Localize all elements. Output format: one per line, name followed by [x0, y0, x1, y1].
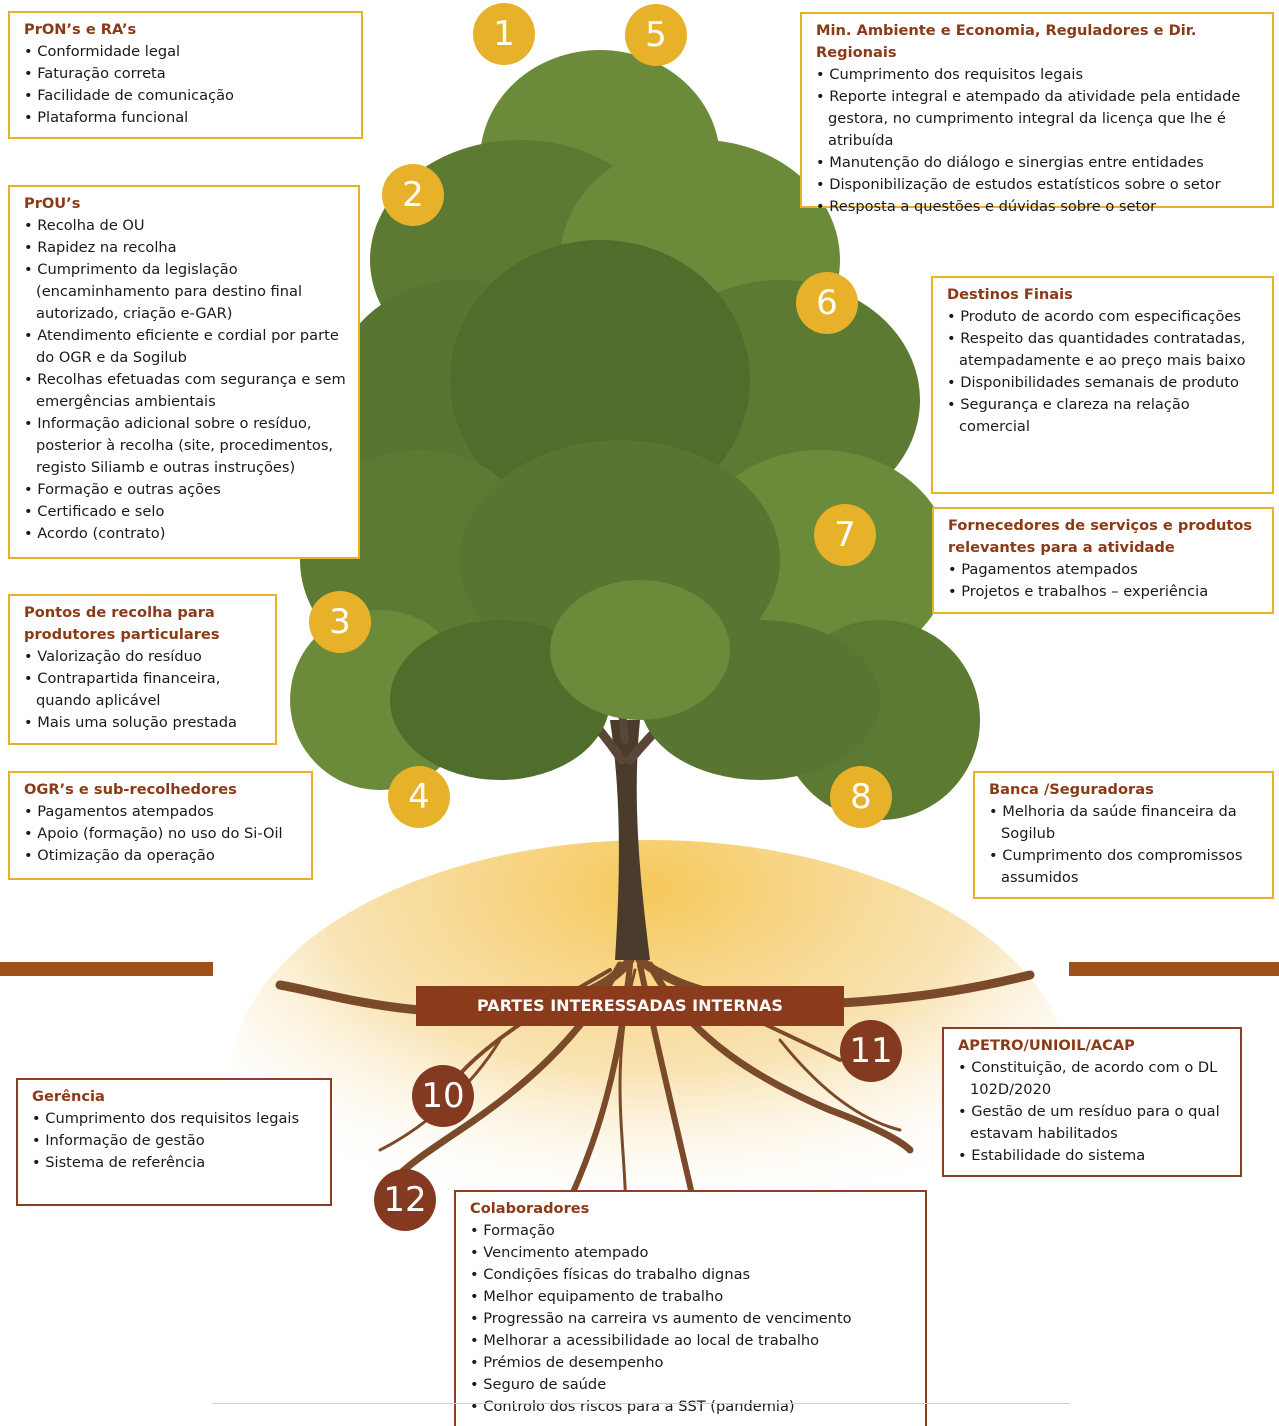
stakeholder-box-6: Destinos Finais Produto de acordo com es… — [931, 276, 1274, 494]
stakeholder-item: Pagamentos atempados — [24, 801, 301, 823]
stakeholder-title: OGR’s e sub-recolhedores — [24, 781, 237, 798]
stakeholder-items: Conformidade legalFaturação corretaFacil… — [24, 41, 351, 129]
stakeholder-item: Formação e outras ações — [24, 479, 348, 501]
stakeholder-item: Otimização da operação — [24, 845, 301, 867]
stakeholder-box-1: PrON’s e RA’s Conformidade legalFaturaçã… — [8, 11, 363, 139]
stakeholder-item: Progressão na carreira vs aumento de ven… — [470, 1308, 915, 1330]
stakeholder-item: Seguro de saúde — [470, 1374, 915, 1396]
stakeholder-title: APETRO/UNIOIL/ACAP — [958, 1037, 1135, 1054]
stakeholder-item: Segurança e clareza na relação comercial — [947, 394, 1262, 438]
stakeholder-item: Mais uma solução prestada — [24, 712, 265, 734]
stakeholder-item: Atendimento eficiente e cordial por part… — [24, 325, 348, 369]
stakeholder-item: Produto de acordo com especificações — [947, 306, 1262, 328]
stakeholder-items: Pagamentos atempadosApoio (formação) no … — [24, 801, 301, 867]
stakeholder-items: Valorização do resíduoContrapartida fina… — [24, 646, 265, 734]
stakeholder-item: Gestão de um resíduo para o qual estavam… — [958, 1101, 1230, 1145]
stakeholder-title: Banca /Seguradoras — [989, 781, 1154, 798]
stakeholder-item: Projetos e trabalhos – experiência — [948, 581, 1262, 603]
stakeholder-item: Informação de gestão — [32, 1130, 320, 1152]
stakeholder-item: Manutenção do diálogo e sinergias entre … — [816, 152, 1262, 174]
stakeholder-item: Apoio (formação) no uso do Si-Oil — [24, 823, 301, 845]
stakeholder-item: Controlo dos riscos para a SST (pandemia… — [470, 1396, 915, 1418]
foliage — [290, 50, 980, 820]
stakeholder-items: Pagamentos atempadosProjetos e trabalhos… — [948, 559, 1262, 603]
stakeholder-item: Condições físicas do trabalho dignas — [470, 1264, 915, 1286]
internal-stakeholders-banner: PARTES INTERESSADAS INTERNAS — [416, 986, 844, 1026]
stakeholder-box-8: Banca /Seguradoras Melhoria da saúde fin… — [973, 771, 1274, 899]
stakeholder-item: Constituição, de acordo com o DL 102D/20… — [958, 1057, 1230, 1101]
stakeholder-box-5: Min. Ambiente e Economia, Reguladores e … — [800, 12, 1274, 215]
stakeholder-items: FormaçãoVencimento atempadoCondições fís… — [470, 1220, 915, 1418]
stakeholder-box-11: APETRO/UNIOIL/ACAP Constituição, de acor… — [942, 1027, 1242, 1177]
stakeholder-title: Destinos Finais — [947, 286, 1073, 303]
stakeholder-item: Melhorar a acessibilidade ao local de tr… — [470, 1330, 915, 1352]
badge-12: 12 — [374, 1169, 436, 1231]
stakeholder-item: Prémios de desempenho — [470, 1352, 915, 1374]
stakeholder-item: Melhoria da saúde financeira da Sogilub — [989, 801, 1262, 845]
badge-11: 11 — [840, 1020, 902, 1082]
stakeholder-item: Cumprimento dos requisitos legais — [32, 1108, 320, 1130]
stakeholder-item: Rapidez na recolha — [24, 237, 348, 259]
stakeholder-items: Melhoria da saúde financeira da SogilubC… — [989, 801, 1262, 889]
stakeholder-box-4: OGR’s e sub-recolhedores Pagamentos atem… — [8, 771, 313, 880]
stakeholder-title: PrOU’s — [24, 195, 81, 212]
stakeholder-item: Formação — [470, 1220, 915, 1242]
stakeholder-item: Resposta a questões e dúvidas sobre o se… — [816, 196, 1262, 218]
stakeholder-item: Pagamentos atempados — [948, 559, 1262, 581]
stakeholder-item: Estabilidade do sistema — [958, 1145, 1230, 1167]
stakeholder-item: Plataforma funcional — [24, 107, 351, 129]
badge-10: 10 — [412, 1065, 474, 1127]
ground-bar-left — [0, 962, 213, 976]
badge-7: 7 — [814, 504, 876, 566]
stakeholder-item: Disponibilização de estudos estatísticos… — [816, 174, 1262, 196]
stakeholder-item: Sistema de referência — [32, 1152, 320, 1174]
badge-5: 5 — [625, 4, 687, 66]
trunk — [610, 720, 650, 960]
stakeholder-title: Colaboradores — [470, 1200, 590, 1217]
stakeholder-item: Cumprimento dos compromissos assumidos — [989, 845, 1262, 889]
badge-6: 6 — [796, 272, 858, 334]
stakeholder-item: Conformidade legal — [24, 41, 351, 63]
stakeholder-item: Acordo (contrato) — [24, 523, 348, 545]
badge-1: 1 — [473, 3, 535, 65]
stakeholder-item: Respeito das quantidades contratadas, at… — [947, 328, 1262, 372]
stakeholder-items: Cumprimento dos requisitos legaisReporte… — [816, 64, 1262, 218]
stakeholder-item: Reporte integral e atempado da atividade… — [816, 86, 1262, 152]
stakeholder-items: Recolha de OURapidez na recolhaCumprimen… — [24, 215, 348, 545]
stakeholder-item: Recolhas efetuadas com segurança e sem e… — [24, 369, 348, 413]
stakeholder-item: Melhor equipamento de trabalho — [470, 1286, 915, 1308]
stakeholder-items: Produto de acordo com especificaçõesResp… — [947, 306, 1262, 438]
stakeholder-title: Pontos de recolha para produtores partic… — [24, 604, 220, 643]
stakeholder-title: PrON’s e RA’s — [24, 21, 137, 38]
badge-4: 4 — [388, 766, 450, 828]
stakeholder-box-2: PrOU’s Recolha de OURapidez na recolhaCu… — [8, 185, 360, 559]
stakeholder-item: Faturação correta — [24, 63, 351, 85]
stakeholder-box-10: Gerência Cumprimento dos requisitos lega… — [16, 1078, 332, 1206]
stakeholder-item: Vencimento atempado — [470, 1242, 915, 1264]
footer-divider — [212, 1403, 1070, 1404]
stakeholder-item: Recolha de OU — [24, 215, 348, 237]
stakeholder-title: Min. Ambiente e Economia, Reguladores e … — [816, 22, 1197, 61]
stakeholder-item: Contrapartida financeira, quando aplicáv… — [24, 668, 265, 712]
stakeholder-box-3: Pontos de recolha para produtores partic… — [8, 594, 277, 745]
stakeholder-title: Fornecedores de serviços e produtos rele… — [948, 517, 1253, 556]
stakeholder-title: Gerência — [32, 1088, 105, 1105]
stakeholder-item: Cumprimento da legislação (encaminhament… — [24, 259, 348, 325]
badge-3: 3 — [309, 591, 371, 653]
stakeholder-item: Disponibilidades semanais de produto — [947, 372, 1262, 394]
stakeholder-item: Cumprimento dos requisitos legais — [816, 64, 1262, 86]
badge-8: 8 — [830, 766, 892, 828]
stakeholder-items: Cumprimento dos requisitos legaisInforma… — [32, 1108, 320, 1174]
stakeholder-box-7: Fornecedores de serviços e produtos rele… — [932, 507, 1274, 614]
ground-bar-right — [1069, 962, 1279, 976]
badge-2: 2 — [382, 164, 444, 226]
stakeholder-box-12: Colaboradores FormaçãoVencimento atempad… — [454, 1190, 927, 1426]
stakeholder-item: Informação adicional sobre o resíduo, po… — [24, 413, 348, 479]
stakeholder-items: Constituição, de acordo com o DL 102D/20… — [958, 1057, 1230, 1167]
stakeholder-item: Facilidade de comunicação — [24, 85, 351, 107]
stakeholder-item: Certificado e selo — [24, 501, 348, 523]
stakeholder-item: Valorização do resíduo — [24, 646, 265, 668]
